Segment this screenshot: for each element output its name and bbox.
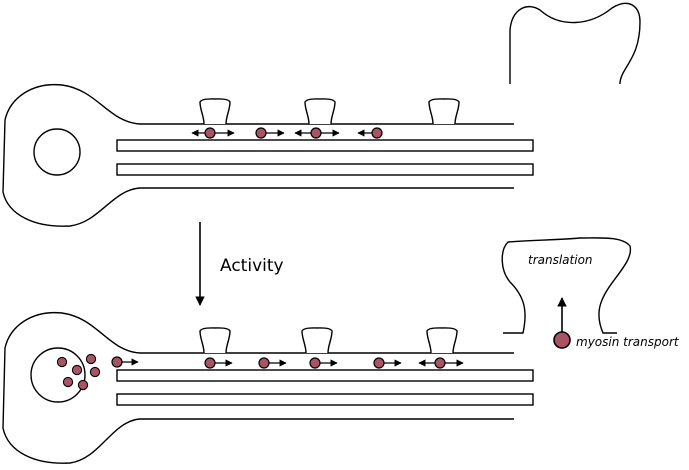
mrna-particle-bidirectional: [191, 127, 235, 139]
cell-membrane-outline: [2, 83, 514, 227]
nuclear-particles: [56, 353, 101, 391]
dendritic-spine: [426, 327, 458, 354]
mrna-particle-bidirectional: [294, 127, 340, 139]
mrna-particle-anterograde: [373, 357, 402, 369]
dendritic-spine: [199, 98, 231, 125]
enlarged-spine: [501, 237, 632, 334]
activated-neuron: [2, 311, 534, 464]
nucleus: [30, 347, 86, 403]
myosin-particle: [553, 331, 571, 349]
mrna-particle-anterograde: [255, 127, 285, 139]
dendritic-spine: [428, 98, 460, 125]
mrna-particle-anterograde: [111, 356, 139, 368]
resting-neuron: [2, 83, 534, 227]
cell-membrane-outline: [2, 311, 514, 464]
mrna-particle-anterograde: [258, 357, 287, 369]
microtubule-upper: [116, 139, 534, 152]
microtubule-lower: [116, 393, 534, 406]
nucleus: [33, 128, 81, 176]
microtubule-upper: [116, 369, 534, 382]
dendritic-spine: [199, 327, 231, 354]
mrna-particle-bidirectional: [418, 357, 464, 369]
microtubule-lower: [116, 163, 534, 176]
mrna-particle-anterograde: [204, 357, 233, 369]
translation-label: translation: [528, 253, 593, 267]
synaptic-terminal-top: [509, 2, 641, 85]
activity-label: Activity: [220, 256, 284, 276]
dendritic-spine: [301, 327, 333, 354]
myosin-transport-label: myosin transport: [576, 335, 680, 349]
mrna-particle-retrograde: [357, 127, 383, 139]
mrna-particle-anterograde: [309, 357, 338, 369]
dendritic-spine: [304, 98, 336, 125]
